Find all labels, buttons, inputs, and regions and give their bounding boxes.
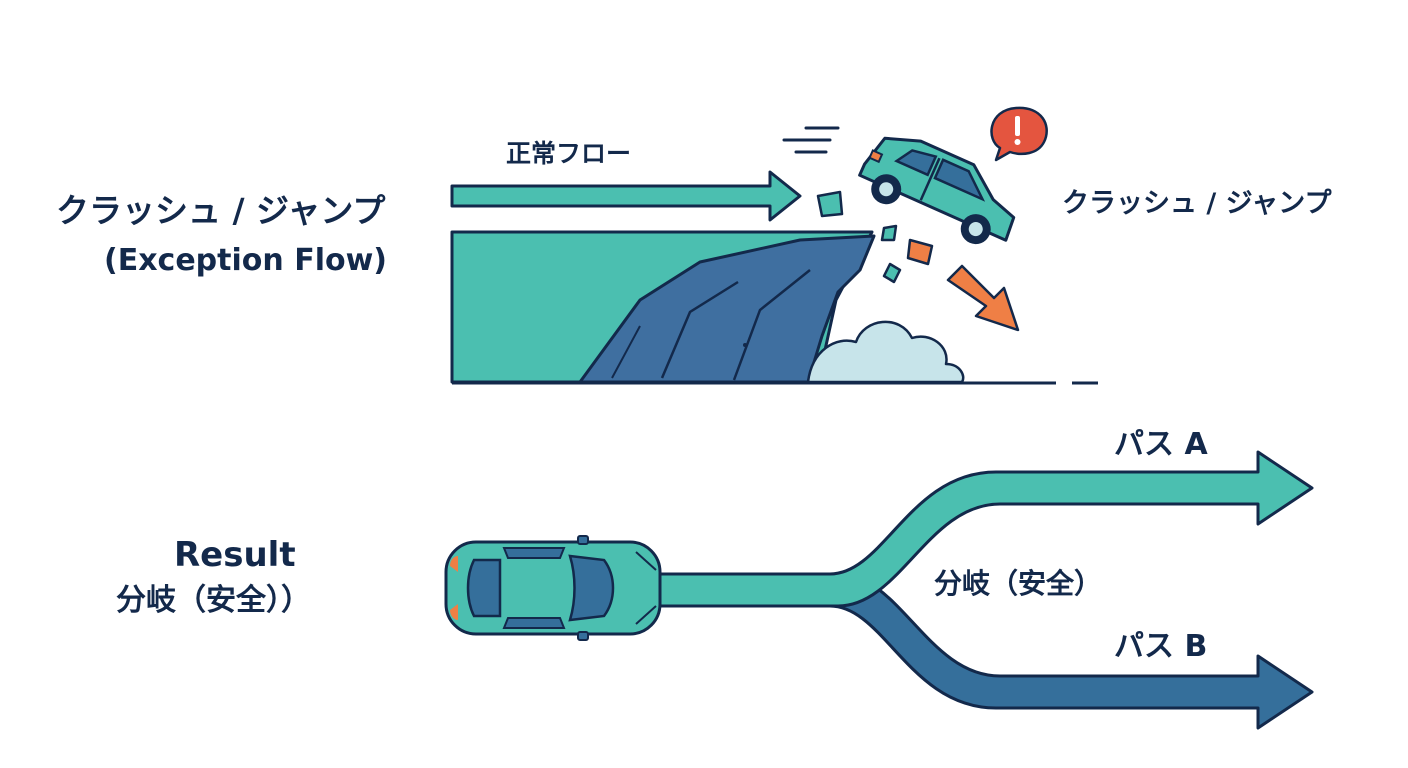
cliff-crack-1 xyxy=(660,280,739,379)
alert-icon xyxy=(990,106,1048,162)
cliff-crack-2 xyxy=(732,269,811,381)
crash-jump-label: クラッシュ / ジャンプ xyxy=(1062,188,1332,219)
normal-flow-label: 正常フロー xyxy=(506,139,632,168)
normal-flow-arrow xyxy=(450,170,802,222)
car-topdown-icon xyxy=(444,535,662,641)
branch-label: 分岐（安全） xyxy=(934,567,1103,600)
result-title: Result xyxy=(174,535,296,575)
fall-arrow-icon xyxy=(946,264,1020,332)
exception-flow-subtitle: (Exception Flow) xyxy=(104,243,388,278)
exception-flow-title: クラッシュ / ジャンプ xyxy=(56,191,386,230)
path-b-arrow xyxy=(648,572,1314,730)
debris-icon xyxy=(816,190,934,284)
cliff-crack-3 xyxy=(611,325,641,379)
dust-cloud-icon xyxy=(806,320,965,384)
speed-lines-icon xyxy=(782,126,840,154)
path-a-arrow xyxy=(648,450,1314,608)
path-b-label: パス B xyxy=(1114,629,1208,664)
result-subtitle: 分岐（安全）） xyxy=(116,583,311,618)
car-icon xyxy=(858,136,1016,245)
path-a-label: パス A xyxy=(1114,427,1208,462)
